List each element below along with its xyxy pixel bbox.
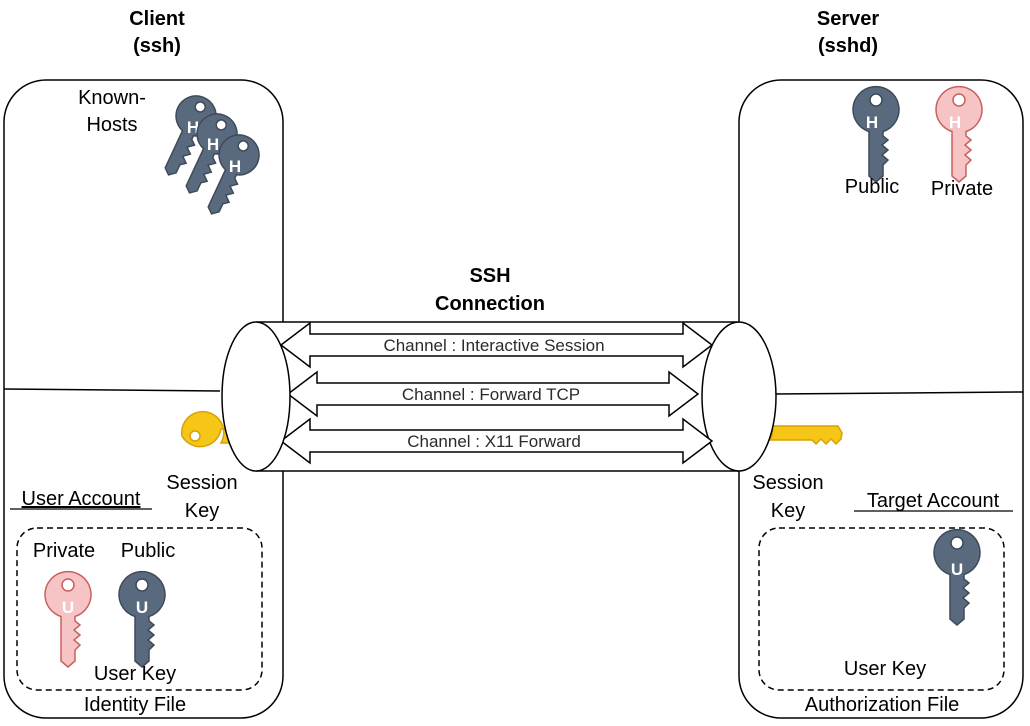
- user-public-key-icon: U: [118, 570, 166, 668]
- channel-arrows: [279, 321, 714, 465]
- server-private-label: Private: [931, 178, 993, 200]
- known-host-key-letter: H: [229, 157, 241, 176]
- client-subtitle: (ssh): [133, 35, 181, 57]
- server-public-label: Public: [845, 176, 899, 198]
- known-host-key-letter: H: [207, 135, 219, 154]
- client-private-label: Private: [33, 540, 95, 562]
- connection-title-line2: Connection: [435, 293, 545, 315]
- channel-label-interactive-session: Channel : Interactive Session: [383, 336, 604, 355]
- server-user-key-label: User Key: [844, 658, 926, 680]
- client-public-label: Public: [121, 540, 175, 562]
- known-host-key-icon: H: [170, 106, 245, 203]
- known-hosts-keys: H H H: [149, 88, 267, 224]
- known-hosts-label-line2: Hosts: [86, 114, 137, 136]
- channel-arrow-x11-forward: [279, 417, 714, 465]
- authorized-user-key-icon: U: [933, 528, 981, 626]
- channel-label-x11-forward: Channel : X11 Forward: [407, 432, 581, 451]
- server-session-key-label-line1: Session: [752, 472, 823, 494]
- authorization-file-label: Authorization File: [805, 694, 960, 716]
- target-account-label: Target Account: [867, 490, 1000, 512]
- known-host-key-icon: H: [149, 88, 224, 185]
- authorization-file-box: [758, 527, 1005, 691]
- authorized-user-key-letter: U: [951, 560, 963, 579]
- server-session-key-label-line2: Key: [771, 500, 805, 522]
- server-subtitle: (sshd): [818, 35, 878, 57]
- known-host-key-letter: H: [187, 118, 199, 137]
- tube-end-server: [701, 321, 777, 472]
- client-user-key-label: User Key: [94, 663, 176, 685]
- known-host-key-icon: H: [192, 127, 267, 224]
- client-divider: [3, 388, 221, 392]
- tube-end-client: [221, 321, 291, 472]
- server-divider: [773, 391, 1024, 395]
- channel-arrow-forward-tcp: [286, 370, 700, 418]
- user-account-label: User Account: [22, 488, 141, 510]
- server-host-private-key-icon: H: [935, 85, 983, 183]
- server-host-public-key-letter: H: [866, 113, 878, 132]
- connection-title-line1: SSH: [469, 265, 510, 287]
- client-title: Client: [129, 8, 185, 30]
- client-session-key-label-line2: Key: [185, 500, 219, 522]
- server-title: Server: [817, 8, 879, 30]
- server-host-private-key-letter: H: [949, 113, 961, 132]
- channel-label-forward-tcp: Channel : Forward TCP: [402, 385, 580, 404]
- identity-file-label: Identity File: [84, 694, 186, 716]
- user-public-key-letter: U: [136, 598, 148, 617]
- user-private-key-icon: U: [44, 570, 92, 668]
- server-host-public-key-icon: H: [852, 85, 900, 183]
- client-session-key-label-line1: Session: [166, 472, 237, 494]
- channel-arrow-interactive-session: [279, 321, 714, 369]
- user-private-key-letter: U: [62, 598, 74, 617]
- known-hosts-label-line1: Known-: [78, 87, 146, 109]
- identity-file-box: [16, 527, 263, 691]
